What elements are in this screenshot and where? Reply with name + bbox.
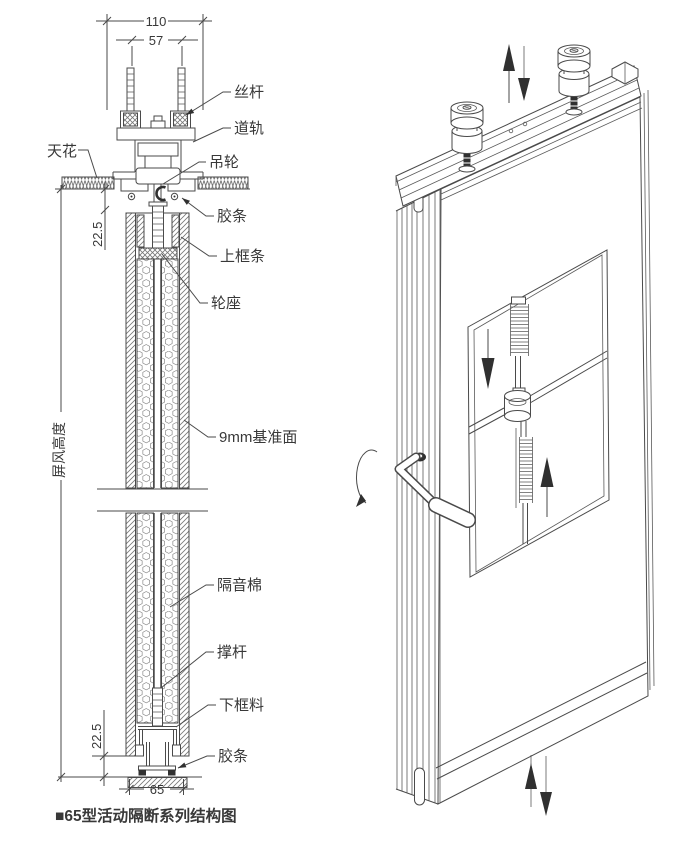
label-rubber-strip-bottom: 胶条 [218,748,248,765]
up-arrow-icon [540,457,554,517]
up-arrow-icon [525,755,537,807]
part-labels: 天花 丝杆 道轨 吊轮 胶条 上框条 轮座 9mm基准面 隔音棉 撑杆 下框料 [47,84,297,769]
track-profile [112,140,204,206]
label-reference-face: 9mm基准面 [219,429,297,446]
ceiling-strips [55,176,250,190]
label-hanging-wheel: 吊轮 [209,154,239,171]
break-lines [95,488,211,512]
panel-skins [125,212,190,757]
floor [58,776,202,788]
dim-top-clearance: 22.5 [90,222,105,247]
label-rubber-strip-top: 胶条 [217,208,247,225]
crank-handle [356,449,476,528]
drawing-caption: ■65型活动隔断系列结构图 [55,806,237,825]
dim-panel-thickness: 65 [150,782,164,797]
section-view: 110 57 [47,14,297,825]
iso-roller-left [450,101,484,173]
dimension-top-clearance: 22.5 [90,182,110,250]
dim-panel-height-label: 屏风高度 [51,422,67,478]
label-sound-insulation: 隔音棉 [217,577,262,594]
label-support-rod: 撑杆 [217,644,247,661]
wheel-seat-block [138,247,178,260]
top-frame-assembly [126,201,188,260]
label-bottom-frame: 下框料 [219,697,264,714]
label-ceiling: 天花 [47,143,77,160]
latch-mechanism [504,296,533,544]
down-arrow-icon [481,329,495,389]
dim-track-width: 110 [146,14,167,29]
dimension-rod-spacing: 57 [116,33,198,66]
down-arrow-icon [518,46,530,101]
iso-cutaway [467,249,610,578]
label-top-frame-strip: 上框条 [220,248,265,265]
dimension-track-width: 110 [96,14,212,110]
dimension-panel-thickness: 65 [119,779,194,797]
rotate-arrow-icon [356,449,378,507]
top-seals [127,185,179,202]
dim-bottom-clearance: 22.5 [89,724,104,749]
up-arrow-icon [503,44,515,103]
isometric-view [356,44,655,816]
hanger-assembly [116,67,196,141]
label-wheel-seat: 轮座 [211,295,241,312]
label-track: 道轨 [234,120,264,137]
iso-roller-right [557,44,591,116]
dimension-panel-height: 屏风高度 [51,184,67,782]
honeycomb-core [136,258,179,724]
down-arrow-icon [540,756,552,816]
label-screw-rod: 丝杆 [234,84,264,101]
dim-rod-spacing: 57 [149,33,163,48]
dimension-bottom-clearance: 22.5 [89,710,138,786]
bottom-frame-assembly [135,687,181,776]
iso-top-rail [395,61,642,207]
